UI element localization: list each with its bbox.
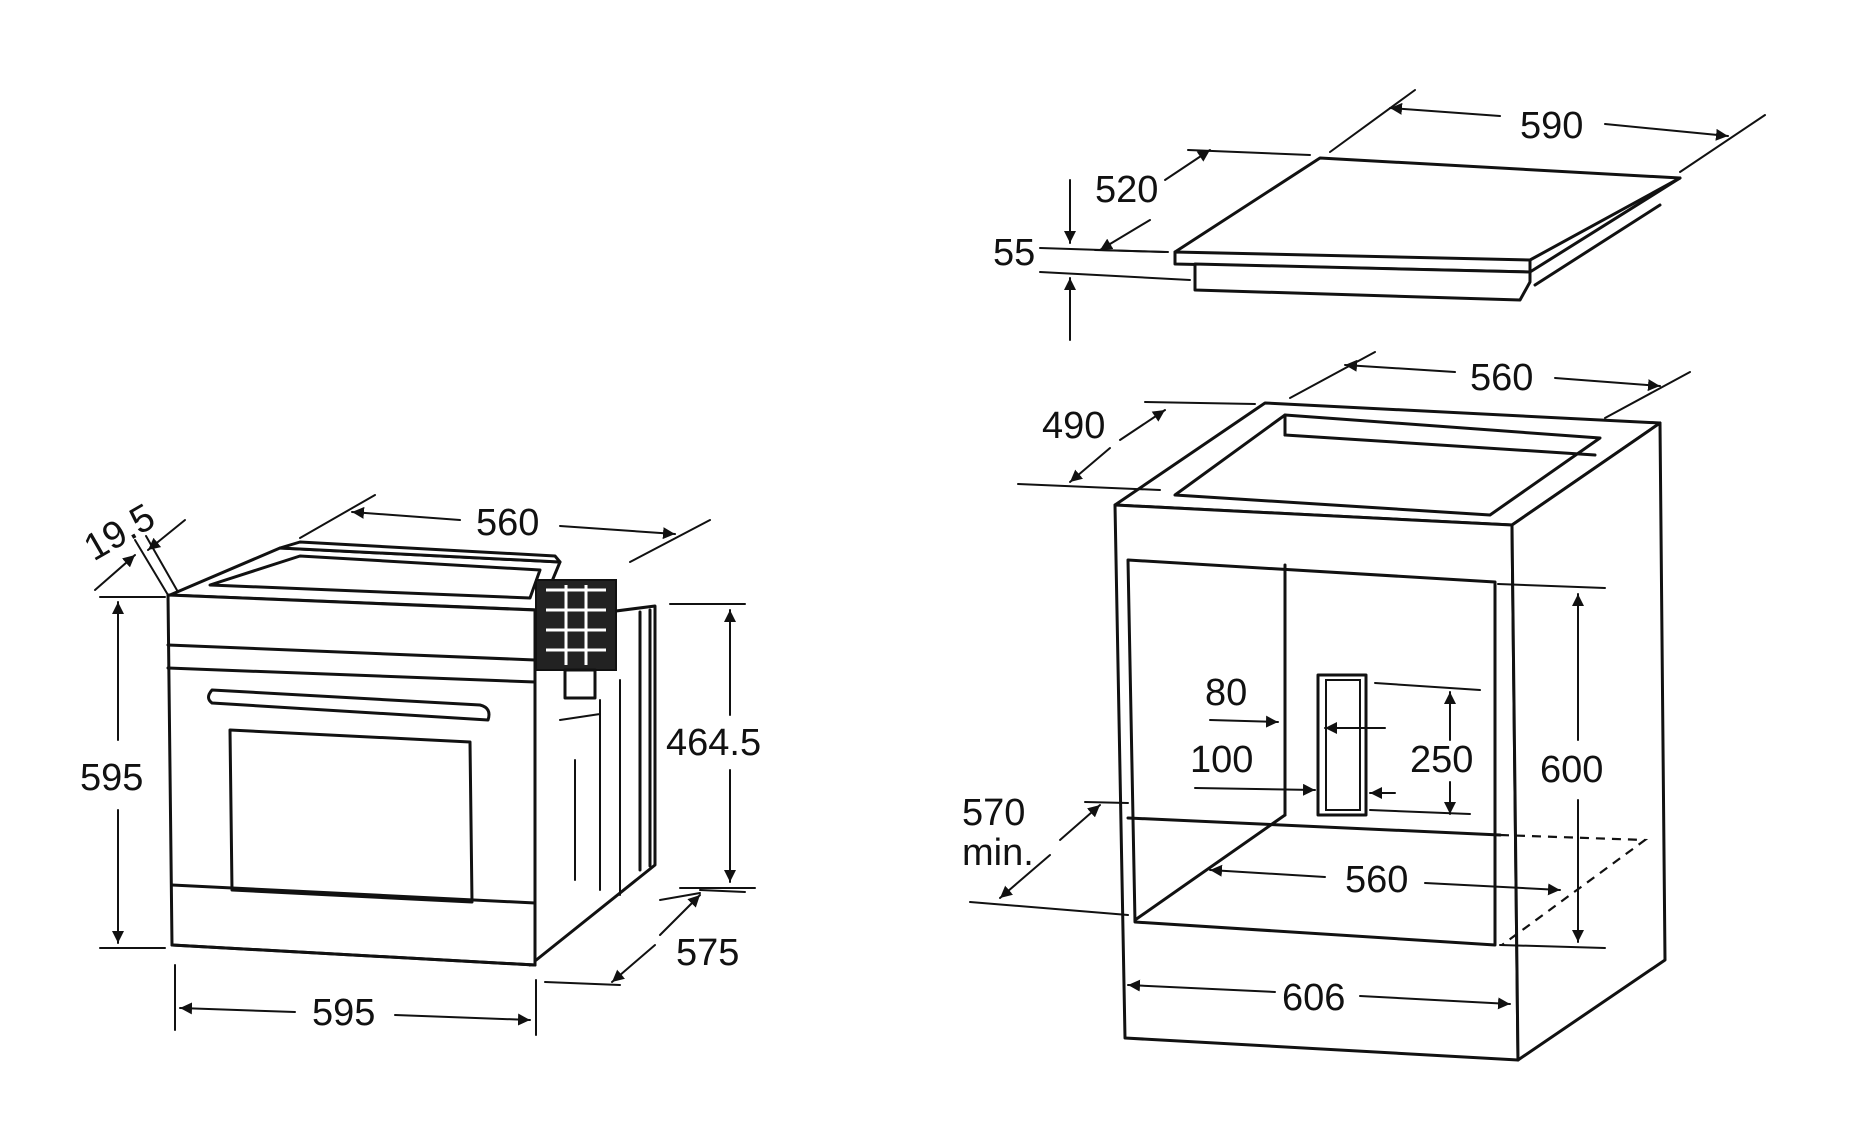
dim-cabinet-depth-min: 570 xyxy=(962,792,1025,834)
dim-hob-depth: 520 xyxy=(1095,169,1158,211)
oven-drawing xyxy=(166,540,657,967)
dim-oven-width: 595 xyxy=(312,992,375,1034)
dim-vent-height: 250 xyxy=(1410,739,1473,781)
dim-cabinet-outer-width: 606 xyxy=(1282,977,1345,1019)
oven-door-window xyxy=(228,728,474,904)
cabinet-drawing xyxy=(1113,401,1667,1062)
cabinet-side xyxy=(1510,421,1667,1062)
oven-vent-grille xyxy=(535,579,617,671)
dim-niche-width: 560 xyxy=(1345,859,1408,901)
dim-cabinet-top-depth: 490 xyxy=(1042,405,1105,447)
cabinet-dimensions: 560 490 80 100 250 600 570 min. xyxy=(962,351,1691,1019)
dim-vent-offset: 100 xyxy=(1190,739,1253,781)
cabinet-niche xyxy=(1126,558,1497,947)
oven-door-handle xyxy=(207,688,491,722)
dim-oven-top-depth: 560 xyxy=(476,502,539,544)
dim-oven-body-height: 464.5 xyxy=(666,722,761,764)
dim-vent-width: 80 xyxy=(1205,672,1247,714)
dim-oven-offset: 19.5 xyxy=(77,496,162,569)
dim-oven-height: 595 xyxy=(80,757,143,799)
cabinet-cutout xyxy=(1173,413,1602,517)
dim-hob-width: 590 xyxy=(1520,105,1583,147)
hob-drawing xyxy=(1173,156,1682,302)
hob-dimensions: 590 520 55 xyxy=(993,89,1766,341)
hob-top-surface xyxy=(1173,156,1682,262)
dim-cabinet-top-width: 560 xyxy=(1470,357,1533,399)
dim-niche-height: 600 xyxy=(1540,749,1603,791)
dim-oven-depth: 575 xyxy=(676,932,739,974)
dim-hob-height: 55 xyxy=(993,232,1035,274)
dim-cabinet-depth-min-suffix: min. xyxy=(962,832,1034,874)
